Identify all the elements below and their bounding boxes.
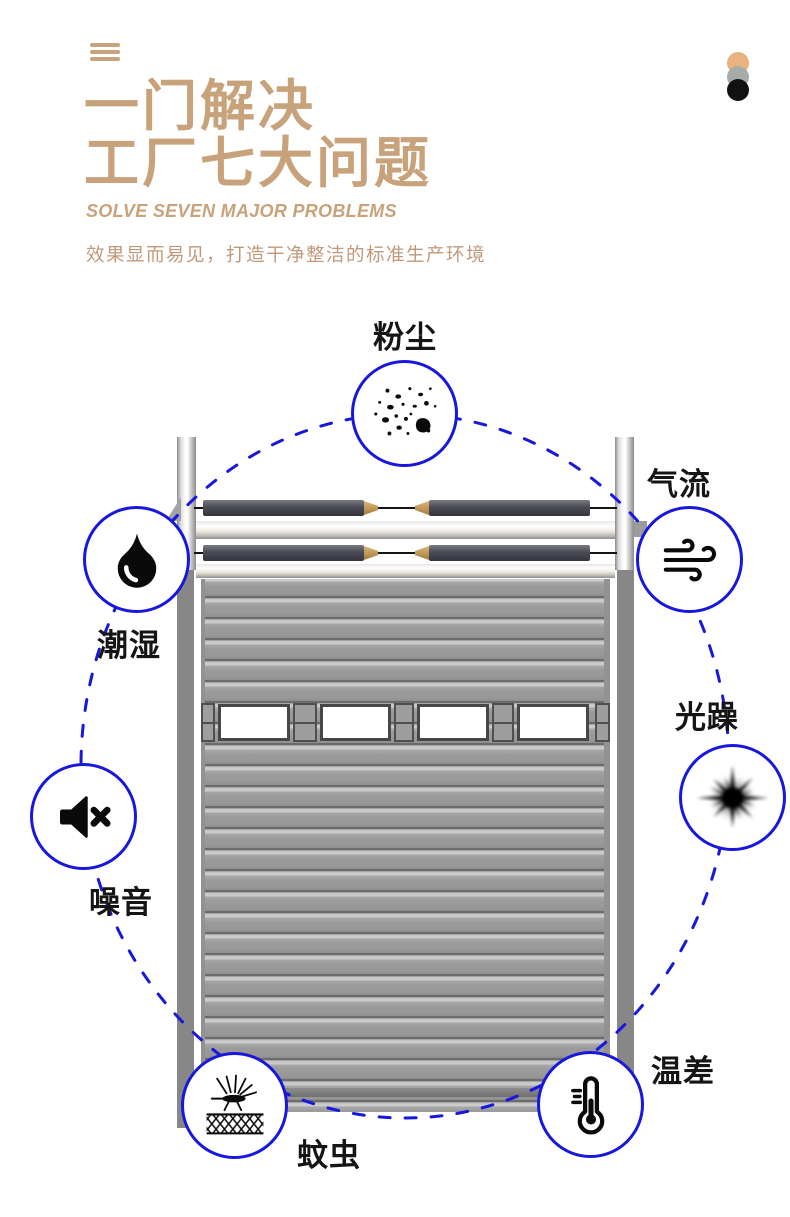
water-drop-icon	[117, 532, 156, 588]
hamburger-menu-icon[interactable]	[90, 43, 120, 64]
title-line-2: 工厂七大问题	[84, 132, 433, 194]
door-slats	[201, 579, 610, 1112]
label-dust: 粉尘	[373, 320, 437, 355]
problem-node-insects	[181, 1052, 288, 1159]
header-rail	[196, 521, 615, 539]
label-damp: 潮湿	[97, 628, 161, 663]
label-airflow: 气流	[647, 467, 711, 502]
mosquito-net-icon	[206, 1074, 263, 1134]
door-side-rail-left	[177, 570, 194, 1128]
wind-icon	[663, 538, 716, 581]
label-temperature: 温差	[651, 1054, 715, 1089]
spring-cone	[415, 501, 429, 515]
problem-node-temperature	[537, 1051, 644, 1158]
window-divider	[492, 703, 514, 742]
torsion-spring	[429, 500, 590, 516]
sectional-door	[177, 570, 634, 1128]
label-glare: 光躁	[675, 700, 739, 735]
door-window	[218, 704, 290, 741]
spring-cone	[364, 546, 378, 560]
door-window	[417, 704, 489, 741]
title-line-1: 一门解决	[84, 75, 317, 137]
hamburger-bar	[90, 43, 120, 47]
dust-particles-icon	[373, 386, 436, 435]
window-divider	[394, 703, 414, 742]
label-noise: 噪音	[89, 885, 153, 920]
label-insects: 蚊虫	[297, 1138, 361, 1173]
window-divider	[595, 703, 610, 742]
door-panel	[194, 570, 617, 1124]
spring-cone	[415, 546, 429, 560]
speaker-mute-icon	[59, 795, 111, 838]
door-track-right	[615, 437, 634, 578]
spring-cone	[364, 501, 378, 515]
door-side-rail-right	[617, 570, 634, 1128]
problem-node-noise	[30, 763, 137, 870]
torsion-spring	[203, 545, 364, 561]
problem-node-airflow	[636, 506, 743, 613]
problem-node-glare	[679, 744, 786, 851]
hamburger-bar	[90, 57, 120, 61]
door-windows-row	[201, 703, 610, 742]
light-flare-icon	[696, 764, 769, 828]
door-window	[517, 704, 589, 741]
torsion-spring	[429, 545, 590, 561]
door-window	[320, 704, 391, 741]
subtitle: SOLVE SEVEN MAJOR PROBLEMS	[86, 201, 397, 221]
tagline: 效果显而易见，打造干净整洁的标准生产环境	[86, 244, 487, 265]
window-divider	[201, 703, 215, 742]
hamburger-bar	[90, 50, 120, 54]
torsion-spring	[203, 500, 364, 516]
window-divider	[293, 703, 317, 742]
header-rail	[196, 564, 615, 578]
thermometer-icon	[570, 1075, 604, 1134]
decor-dot-black	[727, 79, 749, 101]
page-title: 一门解决 工厂七大问题	[84, 78, 432, 192]
problem-node-damp	[83, 506, 190, 613]
problem-node-dust	[351, 360, 458, 467]
